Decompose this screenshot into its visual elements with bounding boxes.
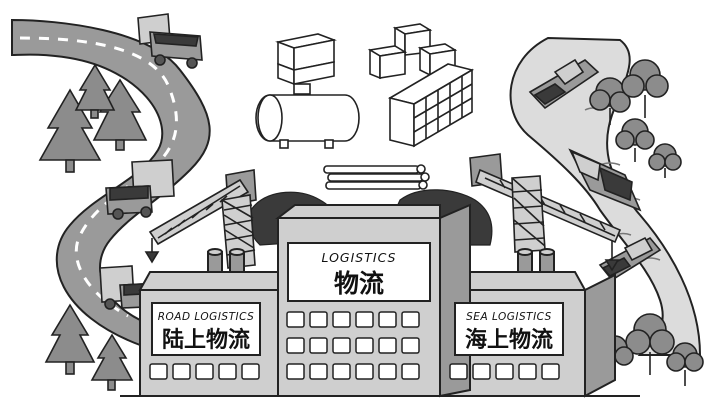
trees-left [38,63,148,391]
windows-central [286,311,420,380]
crates-stack [367,23,458,80]
round-tree [666,342,704,386]
left-sign-en: ROAD LOGISTICS [158,311,255,323]
pipes-bundle [323,164,430,190]
gas-tank [255,83,360,149]
stacked-boxes [275,33,337,86]
right-sign-board [454,302,564,356]
main-sign-board [287,242,431,302]
round-tree [615,118,655,162]
pine-tree [92,78,148,151]
right-sign-cn: 海上物流 [465,327,553,353]
right-sign-en: SEA LOGISTICS [466,311,552,323]
round-tree [648,143,682,178]
round-tree [621,59,669,118]
shipping-container [387,63,475,148]
round-tree [589,77,631,125]
windows-left [149,363,260,380]
pine-tree [90,333,134,391]
pine-tree [44,303,96,375]
boat-bottom [598,236,662,282]
main-sign-en: LOGISTICS [322,250,397,265]
truck-top [137,13,203,69]
main-sign-cn: 物流 [334,269,384,298]
round-tree [625,313,675,375]
boat-middle [568,148,642,212]
left-sign-cn: 陆上物流 [162,327,250,353]
pine-tree [38,88,102,173]
pine-tree [74,63,116,119]
trees-right [589,59,704,386]
boat-top [528,58,600,110]
windows-right [449,363,560,380]
factory [138,203,616,398]
left-sign-board [151,302,261,356]
truck-middle [105,159,175,220]
